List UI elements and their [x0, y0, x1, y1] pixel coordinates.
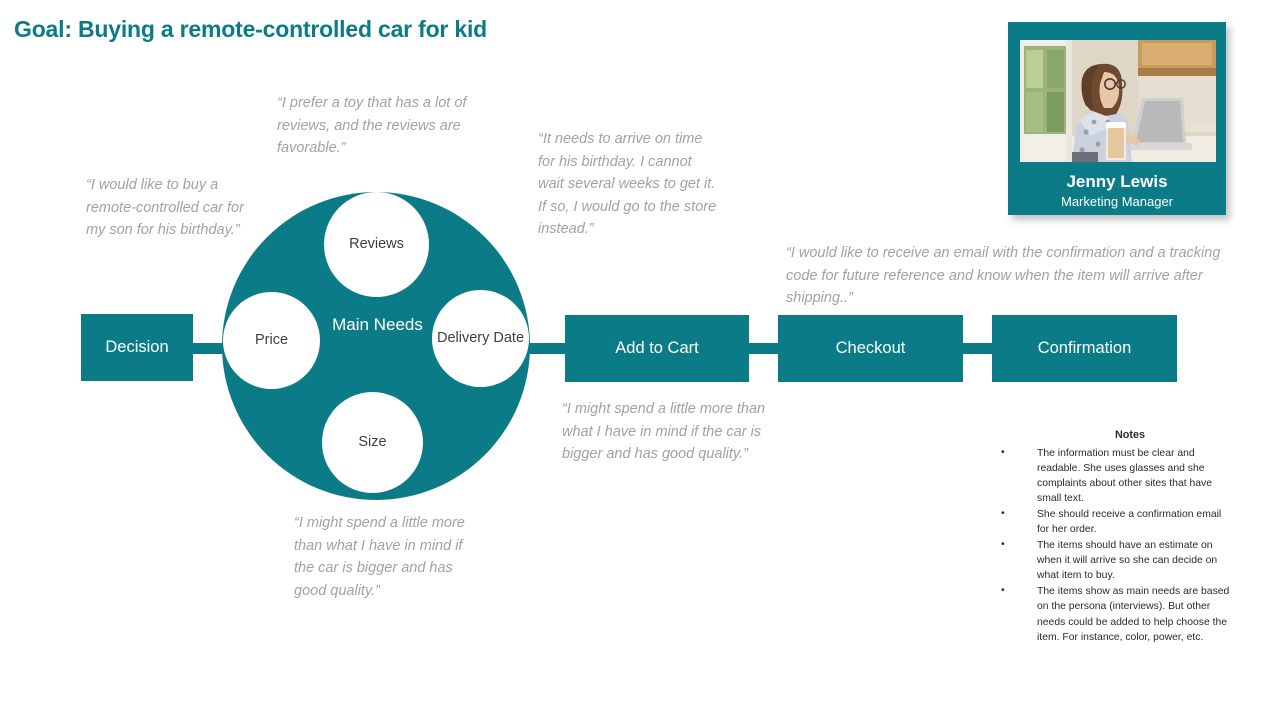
need-bubble-reviews[interactable]: Reviews: [324, 192, 429, 297]
flow-step-confirmation-label: Confirmation: [1037, 339, 1132, 357]
persona-photo: [1020, 40, 1216, 162]
connector-checkout-to-confirmation: [958, 343, 998, 354]
flow-step-decision-label: Decision: [105, 338, 169, 356]
page-title: Goal: Buying a remote-controlled car for…: [14, 16, 487, 42]
flow-step-decision[interactable]: Decision: [81, 314, 193, 381]
quote-confirmation: “I would like to receive an email with t…: [786, 245, 1221, 307]
persona-name: Jenny Lewis: [1066, 172, 1168, 191]
note-item: • She should receive a confirmation emai…: [995, 507, 1235, 537]
note-item-text: The information must be clear and readab…: [1037, 447, 1213, 504]
note-item: • The information must be clear and read…: [995, 446, 1235, 506]
notes-title: Notes: [1115, 429, 1145, 441]
note-item: • The items show as main needs are based…: [995, 584, 1235, 644]
notes-list: • The information must be clear and read…: [995, 446, 1235, 645]
need-bubble-delivery-date-label: Delivery Date: [436, 329, 525, 346]
connector-main-needs-to-add-to-cart: [520, 343, 570, 354]
quote-delivery-date: “It needs to arrive on time for his birt…: [538, 131, 717, 238]
flow-step-add-to-cart-label: Add to Cart: [615, 339, 699, 357]
need-bubble-delivery-date[interactable]: Delivery Date: [432, 290, 529, 387]
note-item-text: The items show as main needs are based o…: [1037, 586, 1230, 643]
note-item: • The items should have an estimate on w…: [995, 538, 1235, 583]
flow-step-checkout[interactable]: Checkout: [778, 315, 963, 382]
quote-size: “I might spend a little more than what I…: [294, 515, 465, 599]
need-bubble-price-label: Price: [254, 331, 289, 348]
bullet-icon: •: [1001, 585, 1005, 597]
need-bubble-price[interactable]: Price: [223, 292, 320, 389]
bullet-icon: •: [1001, 507, 1005, 519]
quote-add-to-cart: “I might spend a little more than what I…: [562, 401, 766, 463]
flow-step-checkout-label: Checkout: [835, 339, 906, 357]
note-item-text: The items should have an estimate on whe…: [1037, 540, 1218, 582]
persona-card: Jenny Lewis Marketing Manager: [1008, 22, 1226, 215]
flow-step-confirmation[interactable]: Confirmation: [992, 315, 1177, 382]
notes-panel: Notes • The information must be clear an…: [995, 428, 1235, 646]
connector-add-to-cart-to-checkout: [742, 343, 784, 354]
need-bubble-size-label: Size: [358, 433, 387, 450]
persona-role: Marketing Manager: [1061, 194, 1173, 209]
bullet-icon: •: [1001, 539, 1005, 551]
need-bubble-size[interactable]: Size: [322, 392, 423, 493]
bullet-icon: •: [1001, 446, 1005, 458]
need-bubble-reviews-label: Reviews: [349, 235, 404, 252]
connector-decision-to-main-needs: [188, 343, 234, 354]
note-item-text: She should receive a confirmation email …: [1037, 508, 1222, 536]
main-needs-label: Main Needs: [332, 315, 423, 334]
quote-decision: “I would like to buy a remote-controlled…: [86, 177, 244, 239]
flow-step-add-to-cart[interactable]: Add to Cart: [565, 315, 749, 382]
quote-reviews: “I prefer a toy that has a lot of review…: [277, 95, 467, 157]
